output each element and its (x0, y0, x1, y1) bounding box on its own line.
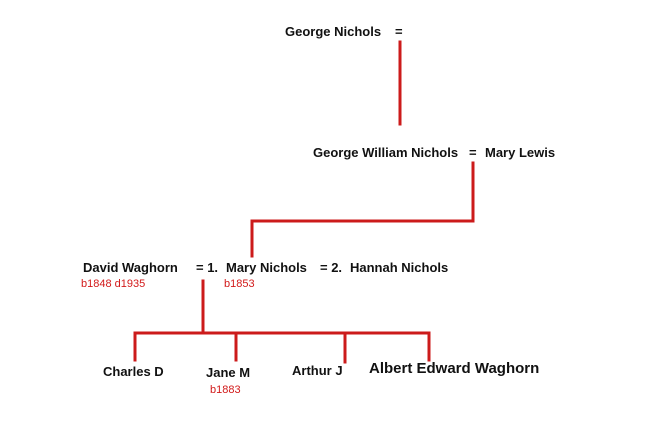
marriage-sign: = (395, 24, 403, 39)
person-george-william-nichols: George William Nichols (313, 145, 459, 160)
person-hannah-nichols: Hannah Nichols (350, 260, 449, 275)
person-mary-nichols: Mary Nichols (226, 260, 307, 275)
descent-line-george-william-nichols (250, 161, 475, 258)
person-george-nichols: George Nichols (285, 24, 382, 39)
person-david-waghorn: David Waghorn (83, 260, 178, 275)
marriage-sign-first: = 1. (196, 260, 219, 275)
dates-david-waghorn: b1848 d1935 (81, 278, 146, 290)
person-mary-lewis: Mary Lewis (485, 145, 556, 160)
child-albert-edward-waghorn: Albert Edward Waghorn (369, 360, 540, 377)
child-charles-d: Charles D (103, 364, 164, 379)
child-arthur-j: Arthur J (292, 363, 343, 378)
marriage-sign-second: = 2. (320, 260, 343, 275)
dates-jane-m: b1883 (210, 384, 241, 396)
child-jane-m: Jane M (206, 365, 251, 380)
dates-mary-nichols: b1853 (224, 278, 255, 290)
marriage-sign: = (469, 145, 477, 160)
